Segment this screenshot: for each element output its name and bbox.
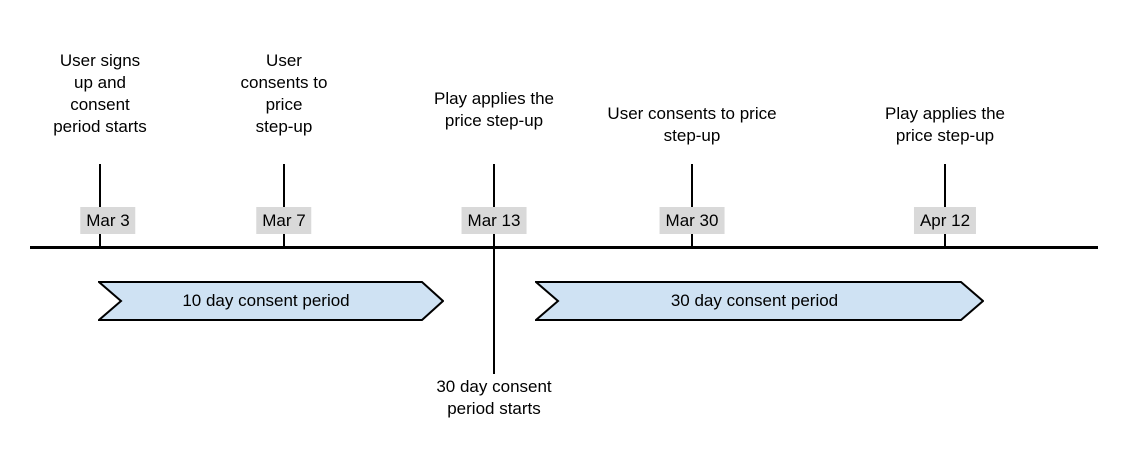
annotation-30-day-consent-period-starts: 30 day consent period starts: [436, 377, 552, 418]
event-description-apr12: Play applies the price step-up: [884, 104, 1006, 145]
event-tick-mar7: [283, 164, 285, 246]
event-tick-apr12: [944, 164, 946, 246]
event-description-mar30: User consents to price step-up: [607, 104, 777, 145]
date-badge-mar13: Mar 13: [461, 207, 527, 234]
date-badge-apr12: Apr 12: [913, 207, 977, 234]
date-badge-mar7: Mar 7: [256, 207, 312, 234]
timeline-axis: [30, 246, 1098, 249]
event-tick-mar3: [99, 164, 101, 246]
consent-period-label-30-day: 30 day consent period: [670, 291, 839, 310]
consent-period-ribbon-30-day: 30 day consent period: [535, 281, 984, 321]
event-tick-mar13: [493, 164, 495, 374]
event-description-mar3: User signs up and consent period starts: [53, 51, 147, 136]
chevron-ribbon-shape: [98, 281, 444, 321]
event-tick-mar30: [691, 164, 693, 246]
event-description-mar13: Play applies the price step-up: [433, 89, 555, 130]
date-badge-mar3: Mar 3: [80, 207, 136, 234]
event-description-mar7: User consents to price step-up: [240, 51, 328, 136]
chevron-ribbon-shape: [535, 281, 984, 321]
consent-period-label-10-day: 10 day consent period: [182, 291, 350, 310]
consent-period-ribbon-10-day: 10 day consent period: [98, 281, 444, 321]
date-badge-mar30: Mar 30: [659, 207, 725, 234]
